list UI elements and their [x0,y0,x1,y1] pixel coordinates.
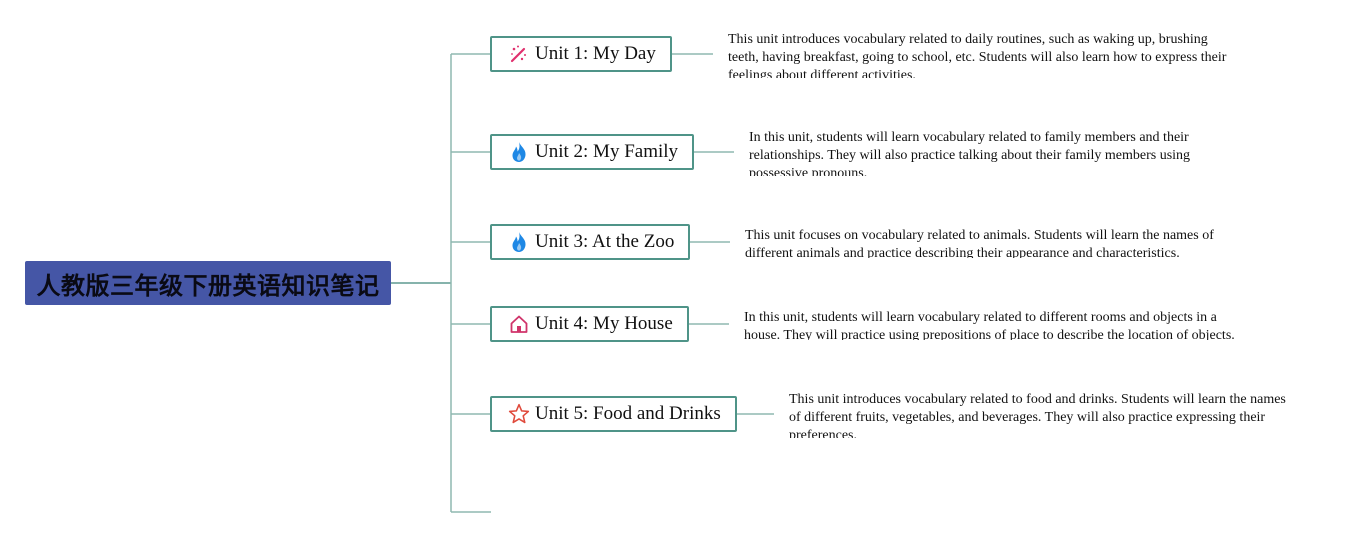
unit-node-5[interactable]: Unit 5: Food and Drinks [490,396,737,432]
unit-node-3[interactable]: Unit 3: At the Zoo [490,224,691,260]
unit-description-5: This unit introduces vocabulary related … [789,392,1286,438]
root-topic-label: 人教版三年级下册英语知识笔记 [36,271,380,300]
flame-icon [508,231,530,253]
unit-node-2[interactable]: Unit 2: My Family [490,134,695,170]
house-icon [508,313,530,335]
unit-label: Unit 4: My House [535,313,673,334]
unit-label: Unit 3: At the Zoo [535,231,675,252]
unit-description-1: This unit introduces vocabulary related … [728,32,1227,78]
unit-label: Unit 2: My Family [535,141,679,162]
magic-wand-icon [508,43,530,65]
flame-icon [508,141,530,163]
unit-description-2: In this unit, students will learn vocabu… [749,130,1191,176]
unit-node-4[interactable]: Unit 4: My House [490,306,689,342]
unit-description-3: This unit focuses on vocabulary related … [745,228,1214,258]
unit-label: Unit 1: My Day [535,43,656,64]
root-topic[interactable]: 人教版三年级下册英语知识笔记 [25,261,391,305]
unit-description-4: In this unit, students will learn vocabu… [744,310,1235,340]
unit-label: Unit 5: Food and Drinks [535,403,721,424]
star-icon [508,403,530,425]
unit-node-1[interactable]: Unit 1: My Day [490,36,672,72]
